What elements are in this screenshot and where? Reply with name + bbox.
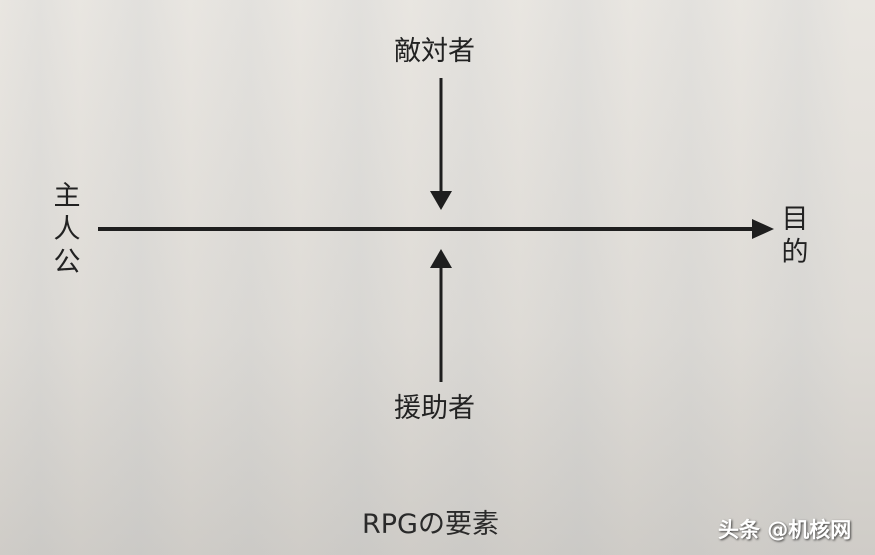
figure-caption: RPGの要素	[362, 509, 499, 540]
watermark: 头条 @机核网	[718, 518, 852, 542]
right-arrowhead-icon	[752, 219, 774, 239]
protagonist-char-3: 公	[53, 247, 81, 278]
goal-char-1: 目	[781, 204, 809, 235]
helper-label: 援助者	[394, 393, 475, 424]
down-arrowhead-icon	[430, 191, 452, 210]
protagonist-char-1: 主	[53, 181, 81, 212]
protagonist-label: 主 人 公	[52, 180, 82, 279]
goal-label: 目 的	[780, 203, 810, 269]
up-arrowhead-icon	[430, 249, 452, 268]
adversary-label: 敵対者	[394, 36, 475, 67]
goal-char-2: 的	[781, 237, 809, 268]
protagonist-char-2: 人	[53, 214, 81, 245]
